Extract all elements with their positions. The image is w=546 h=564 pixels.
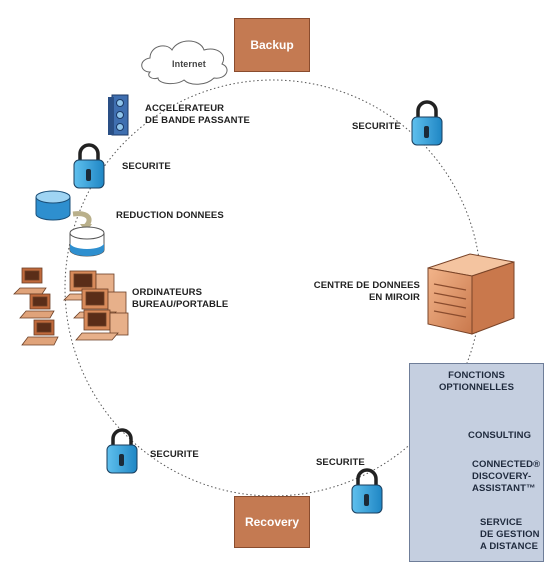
datacenter-label-line1: CENTRE DE DONNEES bbox=[313, 280, 420, 291]
remote-management-line3: A DISTANCE bbox=[480, 541, 538, 552]
consulting-label: CONSULTING bbox=[468, 430, 532, 441]
security-label-top-left: SECURITE bbox=[122, 161, 171, 172]
discovery-assistant-label: CONNECTED® DISCOVERY- ASSISTANT™ bbox=[472, 459, 540, 495]
computers-label-line1: ORDINATEURS bbox=[132, 287, 203, 298]
data-reduction-label: REDUCTION DONNEES bbox=[116, 210, 224, 221]
bandwidth-accelerator-icon bbox=[108, 94, 129, 136]
security-label-bottom-left: SECURITE bbox=[150, 449, 199, 460]
lock-icon bbox=[73, 143, 105, 189]
computers-label-line2: BUREAU/PORTABLE bbox=[132, 299, 229, 310]
lock-icon bbox=[351, 468, 383, 514]
internet-cloud-icon bbox=[141, 40, 228, 85]
remote-management-label: SERVICE DE GESTION A DISTANCE bbox=[480, 517, 540, 553]
security-label-top-right: SECURITE bbox=[352, 121, 401, 132]
discovery-assistant-line2: DISCOVERY- bbox=[472, 471, 532, 482]
security-label-bottom-right: SECURITE bbox=[316, 457, 365, 468]
optional-functions-panel: FONCTIONS OPTIONNELLES CONSULTING CONNEC… bbox=[409, 363, 544, 562]
panel-title: FONCTIONS OPTIONNELLES bbox=[410, 370, 543, 394]
lock-icon bbox=[411, 100, 443, 146]
discovery-assistant-line3: ASSISTANT™ bbox=[472, 483, 536, 494]
data-reduction-icon bbox=[35, 190, 105, 257]
recovery-node: Recovery bbox=[234, 496, 310, 548]
remote-management-line1: SERVICE bbox=[480, 517, 523, 528]
desktop-laptop-cluster-icon bbox=[13, 267, 129, 346]
accelerator-label: ACCELERATEUR DE BANDE PASSANTE bbox=[145, 103, 250, 127]
accelerator-label-line2: DE BANDE PASSANTE bbox=[145, 115, 250, 126]
computers-label: ORDINATEURS BUREAU/PORTABLE bbox=[132, 287, 228, 311]
accelerator-label-line1: ACCELERATEUR bbox=[145, 103, 225, 114]
remote-management-line2: DE GESTION bbox=[480, 529, 540, 540]
panel-title-line2: OPTIONNELLES bbox=[438, 382, 515, 393]
datacenter-label: CENTRE DE DONNEES EN MIROIR bbox=[302, 280, 420, 304]
discovery-assistant-line1: CONNECTED® bbox=[472, 459, 541, 470]
backup-node: Backup bbox=[234, 18, 310, 72]
lock-icon bbox=[106, 428, 138, 474]
panel-title-line1: FONCTIONS bbox=[448, 370, 505, 381]
internet-label: Internet bbox=[172, 59, 206, 69]
mirrored-datacenter-icon bbox=[427, 253, 515, 335]
datacenter-label-line2: EN MIROIR bbox=[368, 292, 420, 303]
